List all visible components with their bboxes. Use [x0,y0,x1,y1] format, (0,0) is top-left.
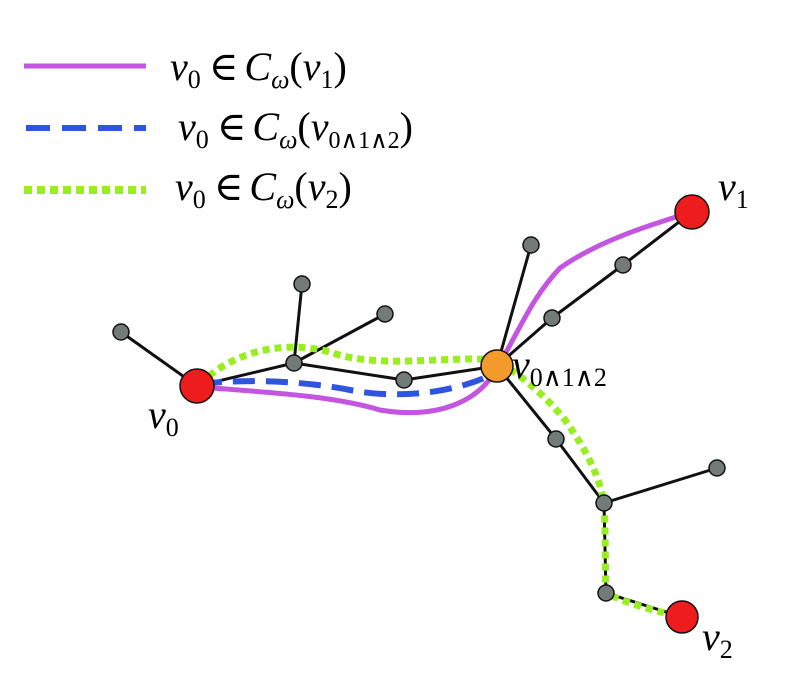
legend: v0∈Cω(v1) v0∈Cω(v0∧1∧2) v0∈Cω(v2) [24,44,413,214]
edge [554,437,606,505]
legend-item-solid: v0∈Cω(v1) [24,44,347,94]
edge [292,282,304,365]
inner-node [614,256,632,274]
path-v0-to-v012-dashed [199,369,499,398]
inner-node [112,323,130,341]
legend-item-dotted: v0∈Cω(v2) [24,164,352,214]
terminal-node-v0 [179,368,215,404]
terminal-node-v1 [674,194,710,230]
inner-node [595,494,613,512]
edge [292,361,406,382]
legend-label-dashed: v0∈Cω(v0∧1∧2) [178,104,413,154]
edge [495,243,533,368]
legend-item-dashed: v0∈Cω(v0∧1∧2) [26,104,413,154]
node-label-v1: v1 [718,164,749,214]
node-label-v2: v2 [702,614,733,664]
inner-node [285,354,303,372]
inner-node [543,309,561,327]
node-label-v012: v0∧1∧2 [512,342,607,392]
edge [292,312,387,365]
inner-node [376,305,394,323]
edge [550,263,625,320]
legend-label-dotted: v0∈Cω(v2) [175,164,352,214]
inner-node [293,275,311,293]
inner-nodes [112,236,726,602]
terminal-node-v2 [665,600,699,634]
inner-node [597,584,615,602]
legend-label-solid: v0∈Cω(v1) [170,44,347,94]
inner-node [522,236,540,254]
inner-node [708,459,726,477]
branch-node-v012 [480,349,514,383]
edge [602,466,719,505]
inner-node [395,371,413,389]
node-label-v0: v0 [148,392,179,442]
inner-node [547,430,565,448]
